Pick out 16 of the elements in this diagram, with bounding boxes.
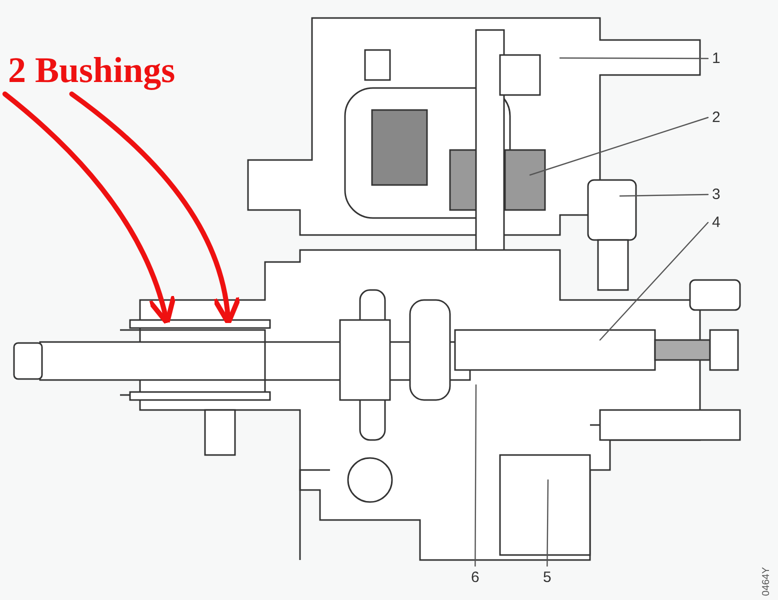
leader-line [619,194,709,197]
callout-number: 4 [712,215,720,230]
callout-number: 5 [543,570,552,585]
figure-code: 0464Y [762,567,772,596]
callout-number: 1 [712,51,720,66]
callout-number: 2 [712,110,720,125]
callout-number: 6 [471,570,480,585]
leader-line [599,222,709,341]
arrow [69,92,241,326]
arrow [2,92,176,326]
leader-line [546,479,549,567]
leader-line [474,384,477,567]
callout-number: 3 [712,187,720,202]
leader-line [529,116,709,176]
annotation-heading: 2 Bushings [8,52,176,88]
leader-line [559,57,709,60]
